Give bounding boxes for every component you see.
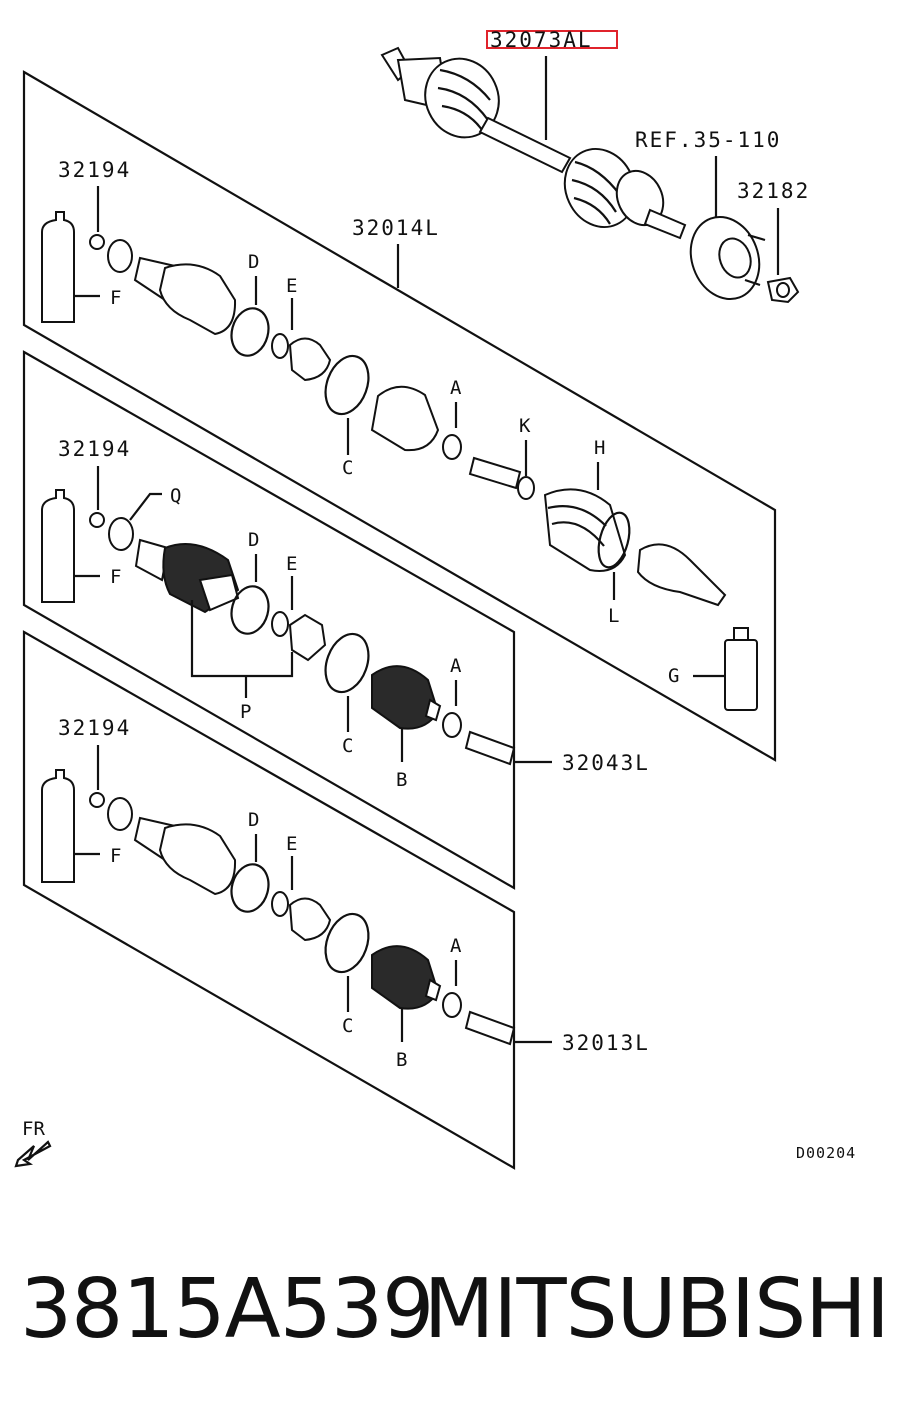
footer: 3815A539 MITSUBISHI bbox=[0, 1262, 909, 1402]
boot-band-K[interactable] bbox=[517, 476, 535, 500]
snap-ring[interactable] bbox=[89, 792, 105, 808]
panel-32043L bbox=[22, 350, 516, 890]
label-32043L: 32043L bbox=[562, 751, 650, 775]
snap-ring[interactable] bbox=[89, 512, 105, 528]
label-F-panel1: F bbox=[110, 287, 121, 309]
spider[interactable] bbox=[288, 613, 327, 662]
label-P: P bbox=[240, 701, 251, 723]
outer-cv-joint[interactable] bbox=[636, 543, 727, 607]
boot-band-A[interactable] bbox=[442, 434, 462, 460]
label-E-panel1: E bbox=[286, 275, 297, 297]
grease-can-G[interactable] bbox=[724, 627, 758, 711]
o-ring-D[interactable] bbox=[226, 582, 273, 638]
front-arrow-icon bbox=[14, 1140, 52, 1168]
label-32194-panel3: 32194 bbox=[58, 716, 131, 740]
inner-boot[interactable] bbox=[370, 385, 440, 452]
boot-band-C[interactable] bbox=[318, 350, 376, 420]
o-ring-D[interactable] bbox=[226, 860, 273, 916]
panel-32014L bbox=[22, 70, 777, 762]
label-K: K bbox=[519, 415, 531, 437]
label-C-panel2: C bbox=[342, 735, 353, 757]
inner-joint-housing[interactable] bbox=[133, 816, 237, 896]
label-32194-panel2: 32194 bbox=[58, 437, 131, 461]
label-L: L bbox=[608, 605, 619, 627]
label-E-panel2: E bbox=[286, 553, 297, 575]
wheel-hub[interactable] bbox=[680, 207, 771, 309]
label-F-panel2: F bbox=[110, 566, 121, 588]
label-H: H bbox=[594, 437, 605, 459]
label-C-panel1: C bbox=[342, 457, 353, 479]
label-32013L: 32013L bbox=[562, 1031, 650, 1055]
label-B-panel2: B bbox=[396, 769, 407, 791]
ring-E[interactable] bbox=[271, 611, 289, 637]
label-E-panel3: E bbox=[286, 833, 297, 855]
outer-boot-H[interactable] bbox=[543, 488, 627, 572]
label-B-panel3: B bbox=[396, 1049, 407, 1071]
label-C-panel3: C bbox=[342, 1015, 353, 1037]
boot-B[interactable] bbox=[371, 665, 442, 730]
label-F-panel3: F bbox=[110, 845, 121, 867]
grease-bottle[interactable] bbox=[41, 211, 75, 323]
boot-band-C[interactable] bbox=[318, 628, 376, 698]
label-ref-35-110: REF.35-110 bbox=[635, 128, 781, 152]
label-D-panel2: D bbox=[248, 529, 259, 551]
hub-nut[interactable] bbox=[766, 276, 800, 304]
grease-bottle[interactable] bbox=[41, 489, 75, 603]
ring-E[interactable] bbox=[271, 333, 289, 359]
panel-32013L bbox=[22, 630, 516, 1170]
label-A-panel3: A bbox=[450, 935, 462, 957]
label-D-panel1: D bbox=[248, 251, 259, 273]
label-32073AL-text: 32073AL bbox=[490, 28, 593, 52]
tripod-joint[interactable] bbox=[288, 337, 332, 382]
boot-band-L[interactable] bbox=[593, 509, 635, 570]
seal-ring[interactable] bbox=[107, 797, 133, 831]
shaft-segment[interactable] bbox=[464, 730, 516, 766]
boot-band-C[interactable] bbox=[318, 908, 376, 978]
label-A-panel1: A bbox=[450, 377, 462, 399]
inner-joint-housing[interactable] bbox=[133, 256, 237, 336]
boot-B[interactable] bbox=[371, 945, 442, 1010]
snap-ring[interactable] bbox=[89, 234, 105, 250]
label-32014L: 32014L bbox=[352, 216, 440, 240]
label-32194-panel1: 32194 bbox=[58, 158, 131, 182]
seal-ring-Q[interactable] bbox=[108, 517, 134, 551]
drive-shaft-assembly[interactable] bbox=[380, 46, 687, 240]
boot-band-A[interactable] bbox=[442, 992, 462, 1018]
boot-band-A[interactable] bbox=[442, 712, 462, 738]
grease-bottle[interactable] bbox=[41, 769, 75, 883]
label-32182: 32182 bbox=[737, 179, 810, 203]
brand-name: MITSUBISHI bbox=[423, 1262, 890, 1357]
seal-ring[interactable] bbox=[107, 239, 133, 273]
label-Q: Q bbox=[170, 485, 181, 507]
ring-E[interactable] bbox=[271, 891, 289, 917]
tripod-housing-P[interactable] bbox=[134, 538, 240, 614]
part-number: 3815A539 bbox=[20, 1262, 434, 1357]
shaft-segment[interactable] bbox=[468, 456, 522, 490]
exploded-parts-diagram: 32073AL REF.35-110 32182 32014L 32194 F … bbox=[14, 28, 856, 1170]
label-fr: FR bbox=[22, 1118, 45, 1140]
part-label-32073AL[interactable]: 32073AL bbox=[486, 28, 618, 52]
o-ring-D[interactable] bbox=[226, 304, 273, 360]
tripod-joint[interactable] bbox=[288, 897, 332, 942]
label-D-panel3: D bbox=[248, 809, 259, 831]
shaft-segment[interactable] bbox=[464, 1010, 516, 1046]
label-A-panel2: A bbox=[450, 655, 462, 677]
label-G: G bbox=[668, 665, 679, 687]
diagram-code: D00204 bbox=[796, 1144, 856, 1162]
